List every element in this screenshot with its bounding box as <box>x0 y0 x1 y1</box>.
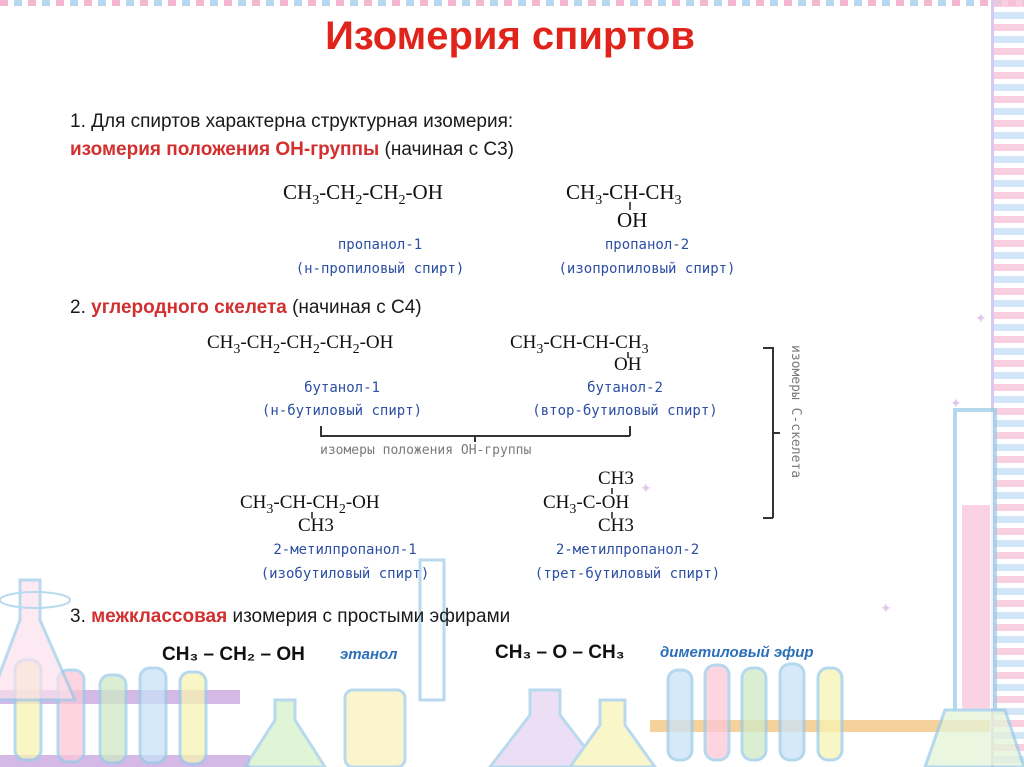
methylpropanol2-formula: CH3-C-OH <box>543 492 630 517</box>
bond-line <box>611 512 613 518</box>
bond-line <box>311 512 313 518</box>
point3-prefix: 3. <box>70 606 92 627</box>
skeleton-isomers-label: изомеры С-скелета <box>788 345 803 479</box>
propanol1-formula: CH3-CH2-CH2-OH <box>283 180 443 209</box>
point2-prefix: 2. <box>70 297 92 318</box>
ethanol-name: этанол <box>340 646 398 663</box>
propanol2-trivial: (изопропиловый спирт) <box>558 261 736 277</box>
propanol2-branch: OH <box>617 208 648 232</box>
bond-line <box>629 202 631 210</box>
butanol1-formula: CH3-CH2-CH2-CH2-OH <box>207 332 394 357</box>
decorative-right-line <box>991 0 994 767</box>
butanol1-trivial: (н-бутиловый спирт) <box>261 403 423 419</box>
bond-line <box>627 352 629 358</box>
bracket-line <box>629 426 631 436</box>
methylpropanol2-bottom: CH3 <box>598 515 634 536</box>
bond-line <box>611 488 613 494</box>
point2-suffix: (начиная с С4) <box>286 297 422 318</box>
bracket-line <box>763 517 773 519</box>
butanol2-formula: CH3-CH-CH-CH3 <box>510 332 649 357</box>
point1-highlight: изомерия положения ОН-группы <box>70 139 380 160</box>
point2-heading: 2. углеродного скелета (начиная с С4) <box>70 297 422 319</box>
bracket-line <box>320 426 322 436</box>
sparkle-icon: ✦ <box>640 480 652 496</box>
bracket-line <box>474 435 476 442</box>
point3-suffix: изомерия с простыми эфирами <box>227 606 511 627</box>
dimethyl-ether-formula: CH₃ – O – CH₃ <box>495 642 625 663</box>
point2-highlight: углеродного скелета <box>91 297 287 318</box>
methylpropanol1-branch: CH3 <box>298 515 334 536</box>
butanol2-branch: OH <box>614 354 642 375</box>
bracket-line <box>763 347 773 349</box>
methylpropanol1-name: 2-метилпропанол-1 <box>273 542 417 558</box>
ethanol-formula: CH₃ – CH₂ – OH <box>162 644 305 665</box>
propanol1-trivial: (н-пропиловый спирт) <box>295 261 465 277</box>
propanol1-name: пропанол-1 <box>337 237 423 253</box>
methylpropanol1-formula: CH3-CH-CH2-OH <box>240 492 380 517</box>
point1-heading: изомерия положения ОН-группы (начиная с … <box>70 139 514 161</box>
decorative-top-border <box>0 0 1024 6</box>
methylpropanol2-top: CH3 <box>598 468 634 489</box>
dimethyl-ether-name: диметиловый эфир <box>660 644 814 661</box>
methylpropanol1-trivial: (изобутиловый спирт) <box>260 566 430 582</box>
butanol1-name: бутанол-1 <box>304 380 380 396</box>
butanol2-name: бутанол-2 <box>587 380 663 396</box>
sparkle-icon: ✦ <box>950 395 962 411</box>
methylpropanol2-name: 2-метилпропанол-2 <box>555 542 700 558</box>
propanol2-formula: CH3-CH-CH3 <box>566 180 682 209</box>
position-isomers-label: изомеры положения ОН-группы <box>320 443 532 458</box>
propanol2-name: пропанол-2 <box>604 237 690 253</box>
page-title: Изомерия спиртов <box>325 14 695 58</box>
sparkle-icon: ✦ <box>975 310 987 326</box>
butanol2-trivial: (втор-бутиловый спирт) <box>532 403 718 419</box>
point3-highlight: межклассовая <box>91 606 228 627</box>
point1-suffix: (начиная с С3) <box>379 139 514 160</box>
point3-heading: 3. межклассовая изомерия с простыми эфир… <box>70 606 510 628</box>
decorative-right-border <box>994 0 1024 767</box>
bracket-line <box>772 432 780 434</box>
sparkle-icon: ✦ <box>880 600 892 616</box>
point1-intro: 1. Для спиртов характерна структурная из… <box>70 111 514 132</box>
methylpropanol2-trivial: (трет-бутиловый спирт) <box>534 566 721 582</box>
